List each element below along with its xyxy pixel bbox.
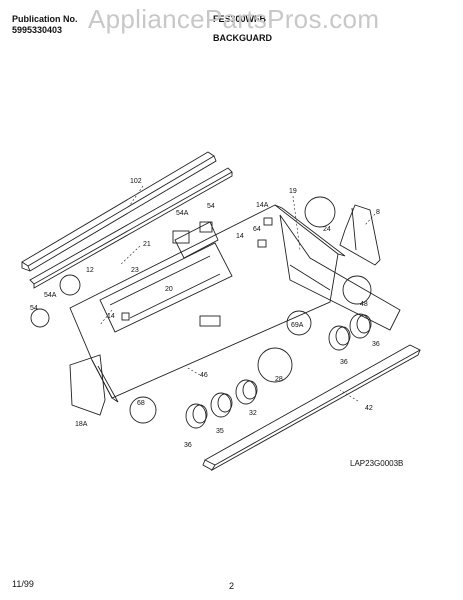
strip-21 [29, 167, 233, 289]
callout-48: 48 [360, 301, 368, 308]
bracket-8 [339, 204, 381, 266]
callout-18A: 18A [75, 421, 88, 428]
publication-label: Publication No. [12, 14, 78, 24]
section-title: BACKGUARD [213, 33, 272, 43]
callout-23: 23 [131, 267, 139, 274]
publication-number: 5995330403 [12, 25, 63, 35]
callout-102: 102 [130, 178, 142, 185]
leader-lines [99, 185, 376, 402]
callout-12: 12 [86, 267, 94, 274]
panel-19 [279, 214, 401, 331]
trim-strip-102 [21, 151, 217, 272]
callout-68: 68 [137, 400, 145, 407]
callout-32: 32 [249, 410, 257, 417]
callout-35: 35 [216, 428, 224, 435]
callout-36-a: 36 [340, 359, 348, 366]
callout-36-c: 36 [184, 442, 192, 449]
callout-54A: 54A [176, 210, 189, 217]
callout-19: 19 [289, 188, 297, 195]
callout-46: 46 [200, 372, 208, 379]
end-cap-18A [69, 354, 106, 416]
callout-42: 42 [365, 405, 373, 412]
callout-54-lower: 54 [30, 305, 38, 312]
model-label: FES300WFB [213, 14, 267, 24]
footer-date: 11/99 [12, 579, 34, 589]
callout-64: 64 [253, 226, 261, 233]
callout-14-lower: 14 [107, 313, 115, 320]
small-parts [121, 217, 273, 327]
callout-28: 28 [275, 376, 283, 383]
page-number: 2 [229, 581, 235, 591]
callout-14A: 14A [256, 202, 269, 209]
knobs [185, 313, 372, 429]
callout-labels: 102 21 54A 54 14A 64 19 24 8 14 23 12 20… [30, 178, 380, 449]
detail-circles [30, 196, 372, 424]
trim-42 [202, 344, 421, 472]
console-panel [69, 204, 346, 403]
callout-69A: 69A [291, 322, 304, 329]
watermark: AppliancePartsPros.com [88, 4, 380, 34]
callout-54: 54 [207, 203, 215, 210]
drawing-code: LAP23G0003B [350, 459, 404, 468]
callout-36-b: 36 [372, 341, 380, 348]
callout-21: 21 [143, 241, 151, 248]
callout-8: 8 [376, 209, 380, 216]
callout-20: 20 [165, 286, 173, 293]
callout-24: 24 [323, 226, 331, 233]
callout-14: 14 [236, 233, 244, 240]
callout-54A-lower: 54A [44, 292, 57, 299]
